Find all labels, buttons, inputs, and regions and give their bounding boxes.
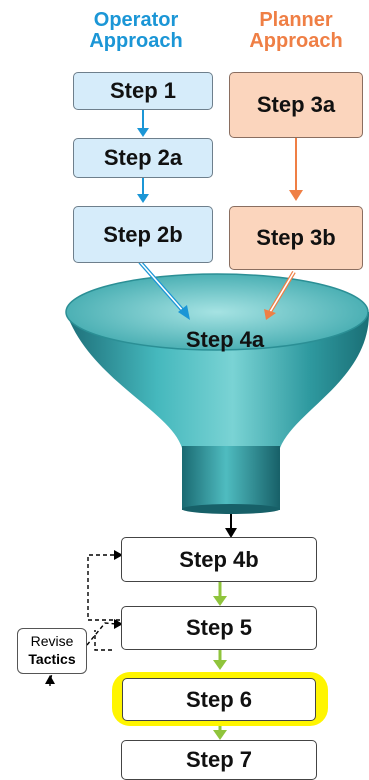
operator-arrows (137, 110, 149, 203)
planner-approach-heading: Planner Approach (249, 9, 343, 52)
step-4a-label: Step 4a (185, 327, 265, 352)
step-6-box: Step 6 (122, 678, 316, 721)
green-arrows (213, 582, 227, 740)
step-3a-box: Step 3a (229, 72, 363, 138)
planner-arrow (289, 137, 303, 201)
step-1-box: Step 1 (73, 72, 213, 110)
revise-label: Revise (30, 633, 74, 649)
step-4b-box: Step 4b (121, 537, 317, 582)
step-2b-box: Step 2b (73, 206, 213, 263)
feedback-arrowheads (45, 550, 123, 684)
operator-approach-heading: Operator Approach (89, 9, 183, 52)
revise-tactics-box: Revise Tactics (17, 628, 87, 674)
step-7-box: Step 7 (121, 740, 317, 780)
arrows-into-funnel (138, 260, 296, 320)
funnel (65, 273, 369, 514)
step-2a-box: Step 2a (73, 138, 213, 178)
step-3b-box: Step 3b (229, 206, 363, 270)
funnel-output-arrow (225, 514, 237, 538)
step-5-box: Step 5 (121, 606, 317, 650)
tactics-label: Tactics (28, 651, 76, 667)
